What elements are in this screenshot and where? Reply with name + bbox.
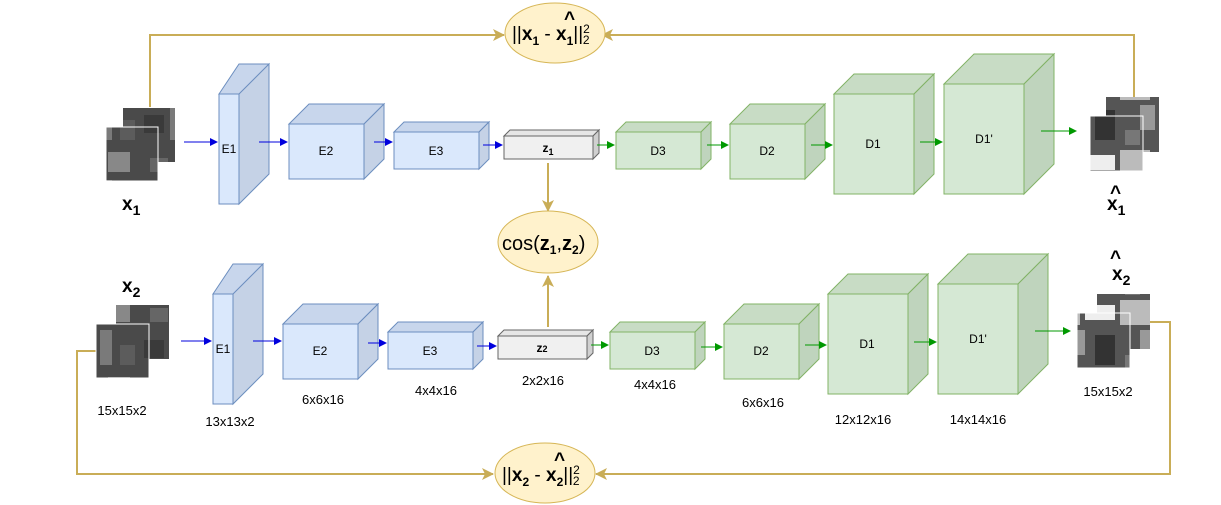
bottom-input-label: x2: [122, 276, 141, 300]
dim-d1: 12x12x16: [835, 412, 891, 427]
top-decoder-d3: D3: [614, 120, 713, 171]
top-input-label: x1: [122, 194, 141, 218]
top-encoder-e1: E1: [218, 62, 270, 206]
svg-text:D3: D3: [644, 344, 660, 358]
svg-text:D1: D1: [859, 337, 875, 351]
svg-text:D1': D1': [975, 132, 993, 146]
top-encoder-e3: E3: [392, 120, 491, 171]
dim-d2: 6x6x16: [742, 395, 784, 410]
svg-text:E3: E3: [423, 344, 438, 358]
svg-text:D3: D3: [650, 144, 666, 158]
svg-text:z1: z1: [542, 141, 553, 157]
svg-text:^: ^: [554, 450, 565, 471]
top-encoder-e2: E2: [287, 102, 386, 181]
dim-input: 15x15x2: [97, 403, 146, 418]
top-output-patches: [1089, 97, 1159, 172]
svg-text:^: ^: [564, 9, 575, 30]
svg-text:E1: E1: [216, 342, 231, 356]
dim-d1-prime: 14x14x16: [950, 412, 1006, 427]
loss-connectors: [76, 29, 1171, 480]
bottom-decoder-d3: D3: [608, 320, 707, 371]
dim-d3: 4x4x16: [634, 377, 676, 392]
bottom-decoder-d1: D1: [826, 272, 930, 396]
svg-text:||x1 - x1||22: ||x1 - x1||22: [512, 22, 590, 48]
dim-e2: 6x6x16: [302, 392, 344, 407]
bottom-output-label: x2: [1112, 264, 1131, 288]
top-decoder-d2: D2: [728, 102, 827, 181]
bottom-decoder-d1-prime: D1': [936, 252, 1050, 396]
svg-text:D1': D1': [969, 332, 987, 346]
svg-text:E1: E1: [222, 142, 237, 156]
bottom-encoder-e1: E1: [212, 262, 264, 406]
top-input-patches: [105, 108, 175, 182]
bottom-output-hat: ^: [1110, 248, 1121, 269]
bottom-output-patches: [1076, 294, 1150, 369]
svg-text:E3: E3: [429, 144, 444, 158]
top-output-hat: ^: [1110, 183, 1121, 204]
svg-text:D2: D2: [759, 144, 775, 158]
dim-e3: 4x4x16: [415, 383, 457, 398]
svg-text:||x2 - x2||22: ||x2 - x2||22: [502, 463, 580, 489]
bottom-encoder-e3: E3: [386, 320, 485, 371]
bottom-decoder-d2: D2: [722, 302, 821, 381]
bottom-encoder-e2: E2: [281, 302, 380, 381]
svg-text:D2: D2: [753, 344, 769, 358]
svg-text:z2: z2: [536, 341, 547, 355]
top-decoder-d1-prime: D1': [942, 52, 1056, 196]
bottom-input-patches: [95, 305, 169, 379]
bottom-latent-z2: z2: [496, 328, 595, 361]
dim-output: 15x15x2: [1083, 384, 1132, 399]
svg-text:cos(z1,z2): cos(z1,z2): [502, 233, 585, 257]
dim-latent: 2x2x16: [522, 373, 564, 388]
cosine-similarity: cos(z1,z2): [497, 210, 599, 274]
svg-text:D1: D1: [865, 137, 881, 151]
dim-e1: 13x13x2: [205, 414, 254, 429]
top-decoder-d1: D1: [832, 72, 936, 196]
svg-text:E2: E2: [319, 144, 334, 158]
top-latent-z1: z1: [502, 128, 601, 161]
top-output-label: x1: [1107, 194, 1126, 218]
svg-text:E2: E2: [313, 344, 328, 358]
